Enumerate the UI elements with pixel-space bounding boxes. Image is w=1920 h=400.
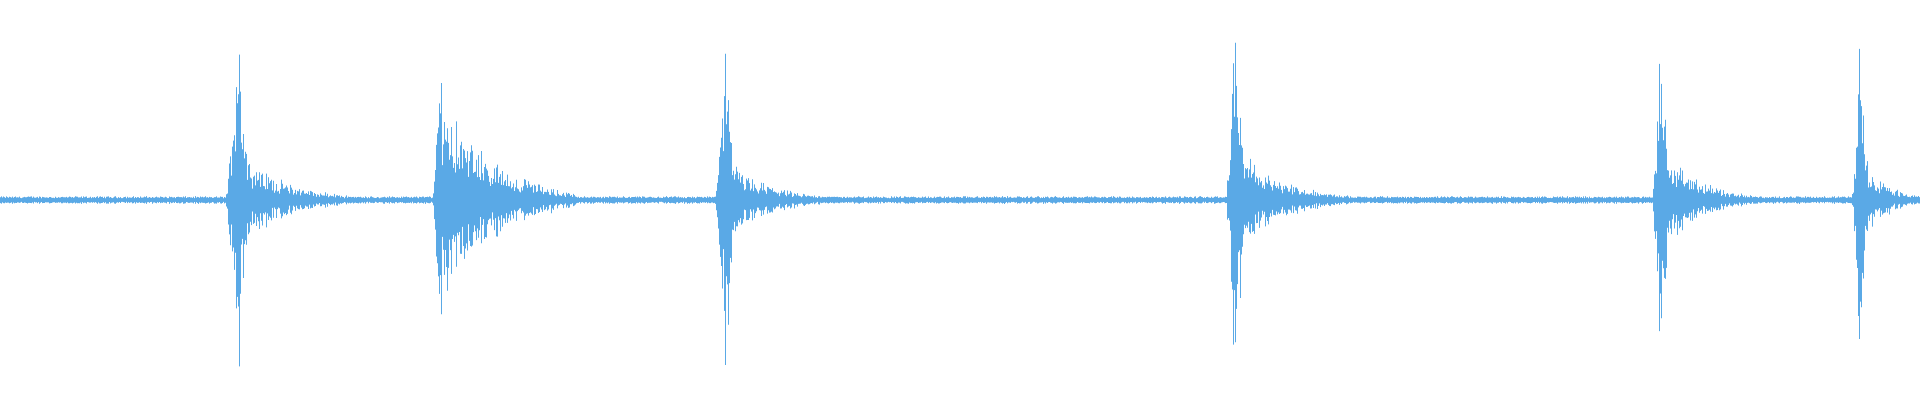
- waveform-samples: [0, 42, 1920, 367]
